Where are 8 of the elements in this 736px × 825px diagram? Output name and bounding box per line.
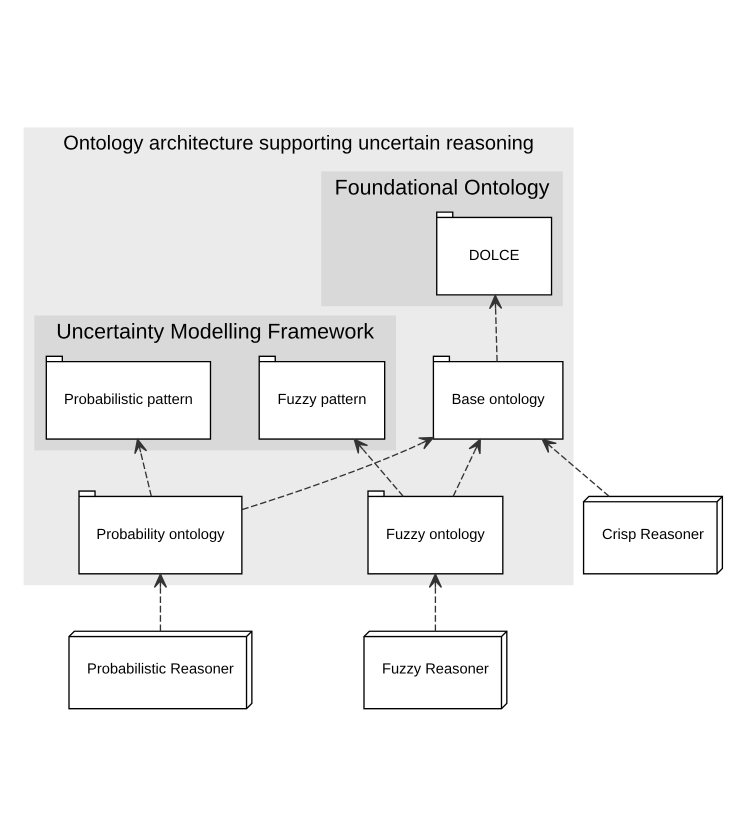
arrow — [154, 572, 168, 631]
arrow — [134, 438, 152, 496]
arrow — [242, 436, 434, 510]
arrow — [354, 438, 404, 496]
arrow — [428, 572, 442, 631]
arrow — [488, 294, 502, 361]
arrow — [452, 438, 481, 496]
arrow — [542, 438, 610, 496]
